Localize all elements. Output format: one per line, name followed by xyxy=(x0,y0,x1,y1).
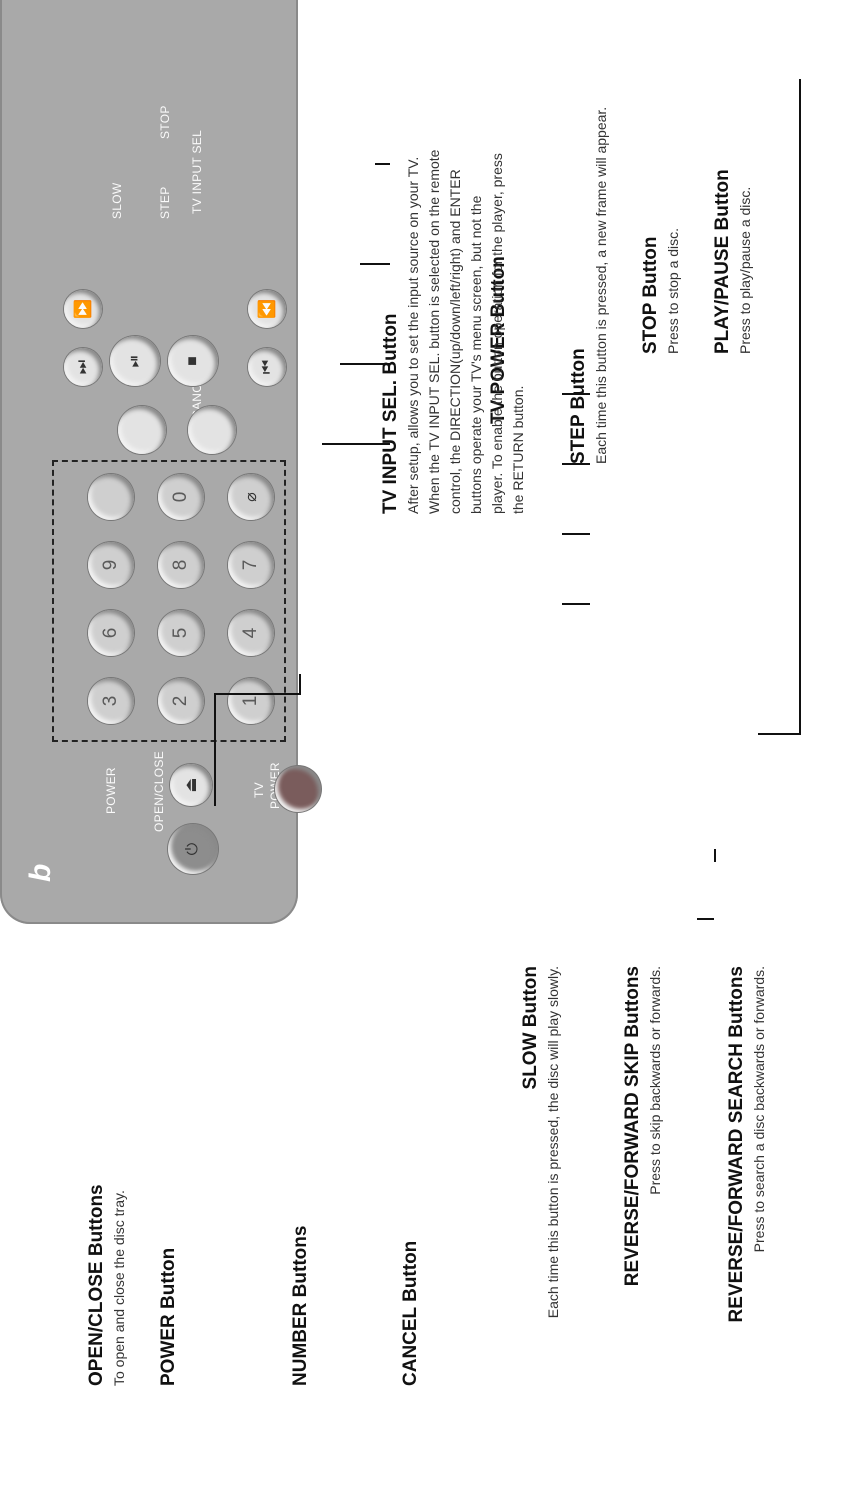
callout-play-pause: PLAY/PAUSE Button Press to play/pause a … xyxy=(712,169,755,354)
callout-skip: REVERSE/FORWARD SKIP Buttons Press to sk… xyxy=(622,966,665,1386)
callout-tv-input: TV INPUT SEL. Button After setup, allows… xyxy=(380,150,528,514)
callout-cancel: CANCEL Button xyxy=(400,1241,422,1386)
callout-open-close: OPEN/CLOSE Buttons To open and close the… xyxy=(86,1184,129,1386)
callout-number: NUMBER Buttons xyxy=(290,1226,312,1386)
callout-search: REVERSE/FORWARD SEARCH Buttons Press to … xyxy=(726,966,769,1386)
callout-stop: STOP Button Press to stop a disc. xyxy=(640,228,683,354)
callout-slow: SLOW Button Each time this button is pre… xyxy=(520,966,563,1386)
callout-step: STEP Button Each time this button is pre… xyxy=(568,107,611,464)
callout-power: POWER Button xyxy=(158,1248,180,1386)
open-close-leader xyxy=(758,79,800,734)
